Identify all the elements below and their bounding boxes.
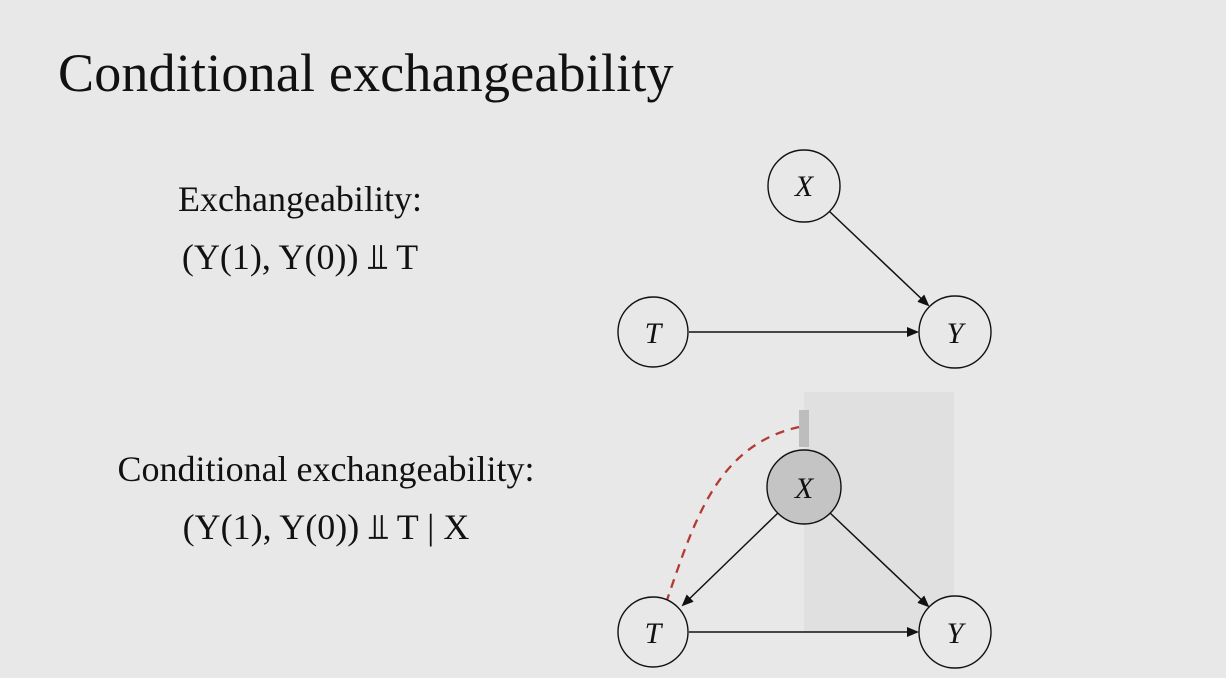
- conditional-exchangeability-block: Conditional exchangeability: (Y(1), Y(0)…: [46, 440, 606, 556]
- top-node-y: Y: [918, 295, 992, 369]
- top-node-t: T: [617, 296, 689, 368]
- exchangeability-heading: Exchangeability:: [178, 179, 422, 219]
- top-edge-x-to-y: [828, 210, 930, 307]
- top-node-x: X: [767, 149, 841, 223]
- bottom-node-x-label: X: [794, 472, 815, 505]
- top-node-t-label: T: [645, 317, 664, 350]
- top-node-y-label: Y: [947, 317, 967, 350]
- dashed-backdoor-path: [664, 425, 800, 604]
- bottom-node-x-conditioned: X: [766, 449, 842, 525]
- bottom-edge-x-to-y: [828, 511, 930, 608]
- bottom-node-t: T: [617, 596, 689, 668]
- bottom-node-y-label: Y: [947, 617, 967, 650]
- exchangeability-block: Exchangeability: (Y(1), Y(0)) ⫫ T: [100, 170, 500, 286]
- exchangeability-formula: (Y(1), Y(0)) ⫫ T: [181, 237, 419, 277]
- gray-marker: [799, 410, 809, 447]
- top-node-x-label: X: [794, 170, 815, 203]
- conditional-exchangeability-heading: Conditional exchangeability:: [117, 449, 535, 489]
- bottom-edge-x-to-t: [681, 511, 780, 607]
- conditional-exchangeability-formula: (Y(1), Y(0)) ⫫ T | X: [182, 507, 470, 547]
- bottom-node-t-label: T: [645, 617, 664, 650]
- bottom-node-y: Y: [918, 595, 992, 669]
- slide-title: Conditional exchangeability: [58, 43, 674, 103]
